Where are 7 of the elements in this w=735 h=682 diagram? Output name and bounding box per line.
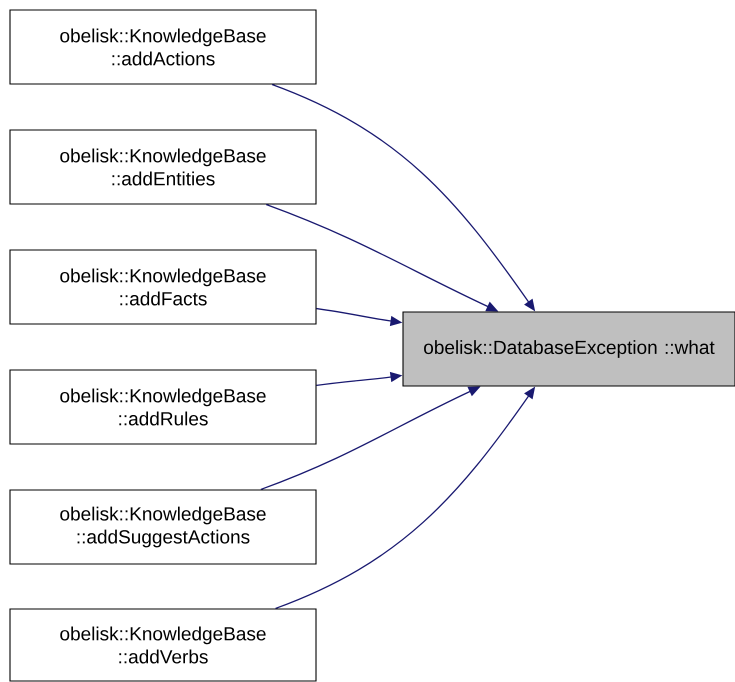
function-box: obelisk::KnowledgeBase ::addFacts	[9, 249, 317, 325]
function-box: obelisk::KnowledgeBase ::addVerbs	[9, 608, 317, 682]
function-box: obelisk::DatabaseException ::what	[402, 311, 735, 387]
function-box: obelisk::KnowledgeBase ::addSuggestActions	[9, 489, 317, 565]
function-box: obelisk::KnowledgeBase ::addActions	[9, 9, 317, 85]
function-box: obelisk::KnowledgeBase ::addRules	[9, 369, 317, 445]
function-box: obelisk::KnowledgeBase ::addEntities	[9, 129, 317, 205]
